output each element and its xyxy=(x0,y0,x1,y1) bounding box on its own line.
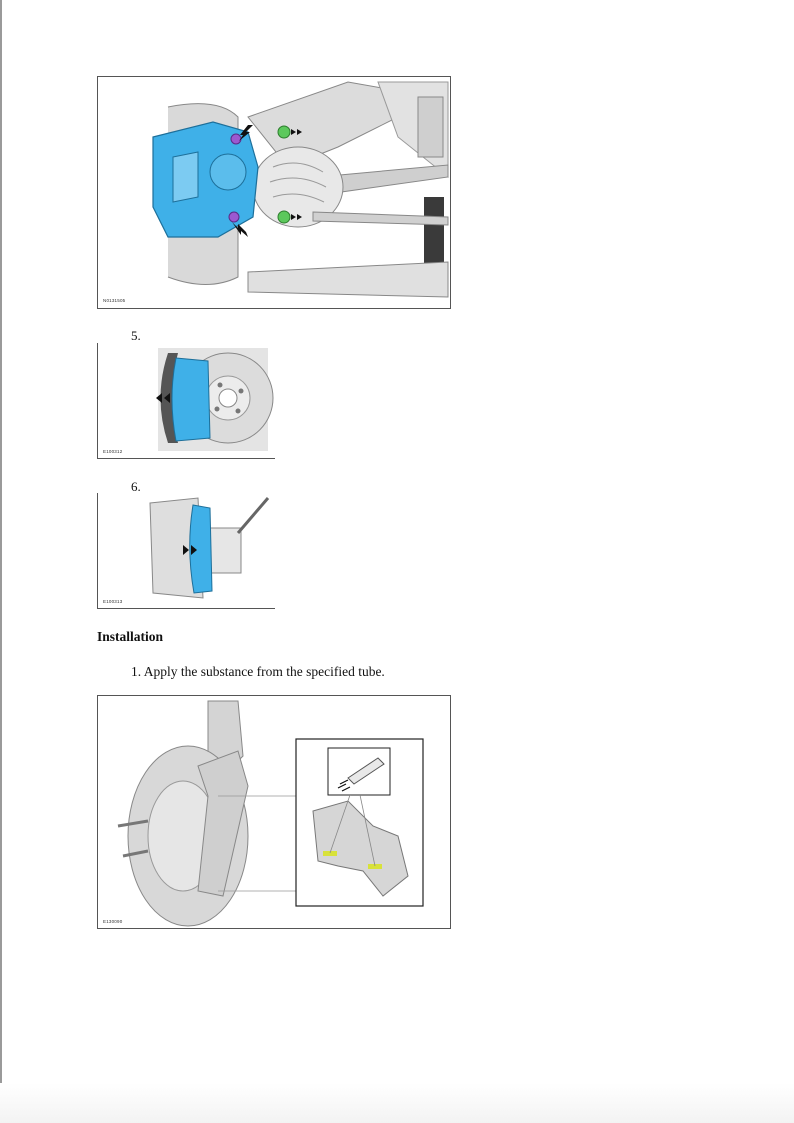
pad-outer-illustration xyxy=(156,348,274,451)
figure-code: E130090 xyxy=(103,919,123,924)
figure-grease-application: E130090 xyxy=(97,695,451,929)
grease-illustration xyxy=(117,700,424,927)
figure-pad-removal-inner: E100313 xyxy=(97,493,275,609)
section-heading: Installation xyxy=(97,629,164,644)
page-left-edge xyxy=(0,0,2,1123)
caliper-illustration xyxy=(152,81,449,298)
page-bottom-shade xyxy=(0,1083,794,1123)
figure-code: E100312 xyxy=(103,449,123,454)
step-number-5: 5. xyxy=(131,328,141,343)
figure-pad-removal-outer: E100312 xyxy=(97,343,275,459)
installation-step-1: 1. Apply the substance from the specifie… xyxy=(131,664,385,679)
figure-caliper-bolts: N0131505 xyxy=(97,76,451,309)
step-number-6: 6. xyxy=(131,479,141,494)
figure-code: N0131505 xyxy=(103,298,126,303)
pad-inner-illustration xyxy=(149,497,270,599)
figure-code: E100313 xyxy=(103,599,123,604)
